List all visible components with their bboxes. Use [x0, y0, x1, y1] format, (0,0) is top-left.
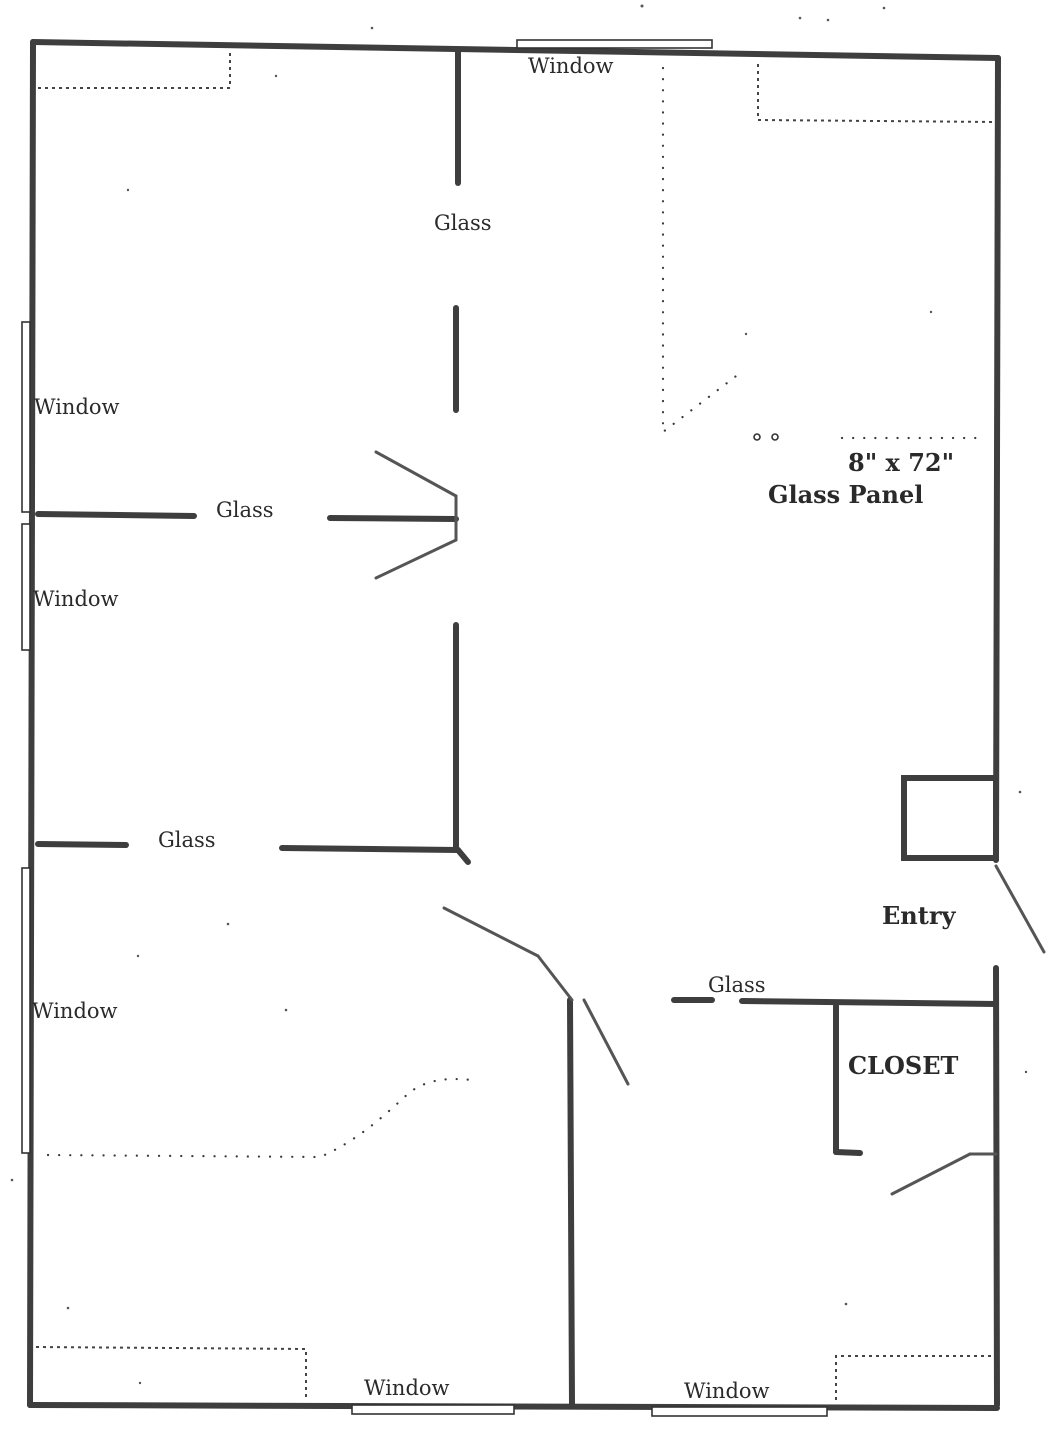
interior-walls: [35, 49, 999, 1408]
door-swings: [374, 450, 1046, 1196]
outer-walls: [27, 39, 1001, 1411]
closet-top-wall: [739, 998, 999, 1007]
speck: [882, 6, 886, 10]
label-closet: CLOSET: [848, 1051, 959, 1080]
speck: [370, 26, 374, 30]
speck: [136, 954, 140, 958]
speck: [929, 310, 933, 314]
speck: [744, 332, 748, 336]
entry-door-swing: [994, 864, 1046, 954]
speck: [640, 4, 644, 8]
circle-dotted-lines: [46, 66, 988, 1159]
speck: [138, 1381, 142, 1385]
speck: [66, 1306, 70, 1310]
label-window-top: Window: [528, 54, 614, 78]
bottom-divider-wall: [567, 997, 575, 1408]
label-window-left-1: Window: [34, 395, 120, 419]
specks: [10, 4, 1028, 1385]
label-panel-size: 8" x 72": [848, 448, 954, 477]
speck: [798, 16, 802, 20]
circle-dotted-bottom-curve: [46, 1077, 474, 1159]
circle-dot-b: [771, 433, 779, 441]
window-frame-top: [516, 39, 713, 49]
dotted-cabinet-top-left: [38, 50, 231, 89]
window-frames: [21, 39, 828, 1417]
left-wall: [27, 39, 36, 1408]
speck: [10, 1178, 14, 1182]
label-window-left-2: Window: [33, 587, 119, 611]
door-swing-lower: [374, 538, 458, 580]
right-wall-upper: [993, 55, 1001, 863]
speck: [274, 74, 278, 78]
top-wall: [30, 39, 1001, 61]
labels: Window Glass Window Glass Window Glass W…: [32, 54, 959, 1403]
window-frame-bottom-left: [351, 1404, 515, 1415]
label-window-bottom-left: Window: [364, 1376, 450, 1400]
angled-wall-b: [536, 954, 574, 1002]
window-frame-left-1: [21, 321, 31, 513]
label-glass-center-top: Glass: [434, 211, 492, 235]
label-glass-panel: Glass Panel: [768, 480, 923, 509]
label-entry: Entry: [882, 901, 956, 930]
speck: [826, 18, 830, 22]
dotted-cabinet-bottom-left: [35, 1346, 307, 1400]
speck: [1018, 790, 1022, 794]
window-frame-left-3: [21, 867, 31, 1154]
lower-room-wall-corner: [455, 847, 471, 865]
speck: [126, 188, 130, 192]
middle-wall-left: [35, 511, 197, 519]
circle-dotted-glass-panel-left: [661, 66, 746, 435]
door-swing-upper: [374, 450, 458, 498]
label-glass-lower-left: Glass: [158, 828, 216, 852]
speck: [1024, 1070, 1028, 1074]
lower-room-wall-left: [35, 841, 129, 848]
window-frame-left-2: [21, 523, 31, 651]
entry-column: [901, 775, 999, 861]
dotted-outlines: [35, 50, 997, 1400]
speck: [284, 1008, 288, 1012]
window-frame-bottom-right: [651, 1406, 828, 1417]
dotted-cabinet-top-right: [757, 64, 997, 123]
dotted-cabinet-bottom-right: [835, 1355, 994, 1400]
speck: [844, 1302, 848, 1306]
label-window-bottom-right: Window: [684, 1379, 770, 1403]
closet-left-wall-foot: [833, 1149, 863, 1156]
label-glass-right: Glass: [708, 973, 766, 997]
middle-wall-right: [327, 515, 459, 522]
closet-door-swing-a: [890, 1152, 972, 1196]
angled-wall-a: [442, 906, 540, 958]
lower-room-wall: [279, 845, 461, 853]
label-window-left-3: Window: [32, 999, 118, 1023]
right-wall-lower: [993, 965, 1000, 1408]
label-glass-mid-left: Glass: [216, 498, 274, 522]
circle-dot-a: [753, 433, 761, 441]
door-swing-bottom-center: [582, 998, 630, 1086]
speck: [226, 922, 230, 926]
